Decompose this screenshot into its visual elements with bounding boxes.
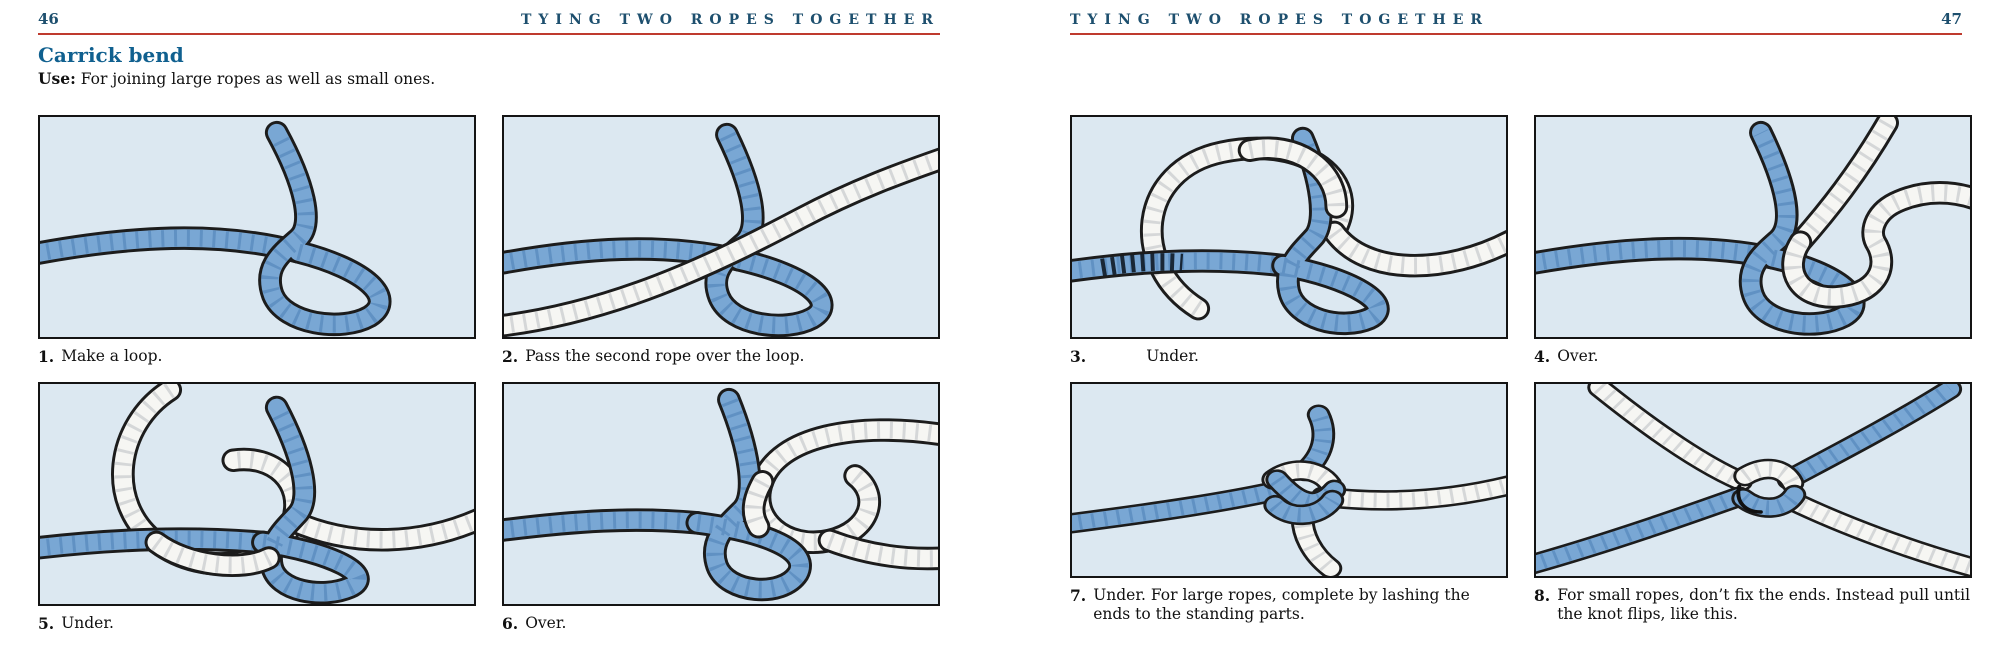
step-caption-2: 2. Pass the second rope over the loop. <box>502 347 940 366</box>
blue-rope-standing <box>1072 490 1281 524</box>
white-rope-exit <box>830 540 939 558</box>
knot-step-4-illustration <box>1536 117 1970 337</box>
page-header-left: 46 TYING TWO ROPES TOGETHER <box>38 10 940 35</box>
knot-panel-6 <box>502 382 940 606</box>
step-text: Over. <box>1557 347 1599 365</box>
step-number: 5. <box>38 614 55 633</box>
blue-rope-loop <box>270 133 380 325</box>
step-number: 1. <box>38 347 55 366</box>
use-label: Use: <box>38 69 76 88</box>
page-right: TYING TWO ROPES TOGETHER 47 <box>1070 10 1972 624</box>
page-left: 46 TYING TWO ROPES TOGETHER Carrick bend… <box>38 10 940 633</box>
step-number: 2. <box>502 347 519 366</box>
figure-step-5: 5. Under. <box>38 382 476 633</box>
step-caption-7: 7. Under. For large ropes, complete by l… <box>1070 586 1508 624</box>
step-caption-5: 5. Under. <box>38 614 476 633</box>
step-text: Pass the second rope over the loop. <box>525 347 805 365</box>
running-header-left: TYING TWO ROPES TOGETHER <box>520 12 940 28</box>
step-number: 3. <box>1070 347 1087 366</box>
step-caption-3: 3. Under. <box>1070 347 1508 366</box>
figure-step-7: 7. Under. For large ropes, complete by l… <box>1070 382 1508 624</box>
figure-grid-right: 3. Under. <box>1070 115 1972 624</box>
figure-step-8: 8. For small ropes, don’t fix the ends. … <box>1534 382 1972 624</box>
blue-rope-standing <box>40 238 298 254</box>
running-header-right: TYING TWO ROPES TOGETHER <box>1070 12 1490 28</box>
figure-step-1: 1. Make a loop. <box>38 115 476 366</box>
knot-panel-5 <box>38 382 476 606</box>
blue-rope-standing <box>1536 249 1773 264</box>
step-number: 7. <box>1070 586 1087 605</box>
figure-step-6: 6. Over. <box>502 382 940 633</box>
knot-step-5-illustration <box>40 384 474 604</box>
step-number: 6. <box>502 614 519 633</box>
knot-panel-8 <box>1534 382 1972 578</box>
step-text: Over. <box>525 614 567 632</box>
page-number-left: 46 <box>38 10 59 28</box>
step-text: Under. <box>1146 347 1199 365</box>
knot-step-1-illustration <box>40 117 474 337</box>
knot-step-3-illustration <box>1072 117 1506 337</box>
knot-step-2-illustration <box>504 117 938 337</box>
knot-panel-4 <box>1534 115 1972 339</box>
step-number: 8. <box>1534 586 1551 605</box>
knot-panel-7 <box>1070 382 1508 578</box>
figure-step-4: 4. Over. <box>1534 115 1972 366</box>
knot-title: Carrick bend <box>38 43 184 67</box>
knot-step-6-illustration <box>504 384 938 604</box>
step-text: Make a loop. <box>61 347 163 365</box>
step-caption-8: 8. For small ropes, don’t fix the ends. … <box>1534 586 1972 624</box>
step-text: Under. For large ropes, complete by lash… <box>1093 586 1470 623</box>
knot-panel-2 <box>502 115 940 339</box>
figure-grid-left: 1. Make a loop. <box>38 115 940 633</box>
use-text: For joining large ropes as well as small… <box>80 70 436 88</box>
step-caption-1: 1. Make a loop. <box>38 347 476 366</box>
knot-panel-3 <box>1070 115 1508 339</box>
use-line: Use: For joining large ropes as well as … <box>38 69 940 89</box>
step-text: Under. <box>61 614 114 632</box>
knot-step-7-illustration <box>1072 384 1506 576</box>
blue-rope-standing <box>504 520 697 531</box>
knot-panel-1 <box>38 115 476 339</box>
knot-center <box>1273 470 1334 514</box>
figure-step-3: 3. Under. <box>1070 115 1508 366</box>
step-caption-4: 4. Over. <box>1534 347 1972 366</box>
lashing-dark-section <box>1102 262 1183 268</box>
figure-step-2: 2. Pass the second rope over the loop. <box>502 115 940 366</box>
white-rope-over-segment <box>754 482 763 527</box>
page-number-right: 47 <box>1941 10 1962 28</box>
page-header-right: TYING TWO ROPES TOGETHER 47 <box>1070 10 1962 35</box>
step-text: For small ropes, don’t fix the ends. Ins… <box>1557 586 1971 623</box>
step-caption-6: 6. Over. <box>502 614 940 633</box>
step-number: 4. <box>1534 347 1551 366</box>
knot-step-8-illustration <box>1536 384 1970 576</box>
white-rope-loop <box>760 430 938 542</box>
knot-center-flipped <box>1738 469 1794 512</box>
